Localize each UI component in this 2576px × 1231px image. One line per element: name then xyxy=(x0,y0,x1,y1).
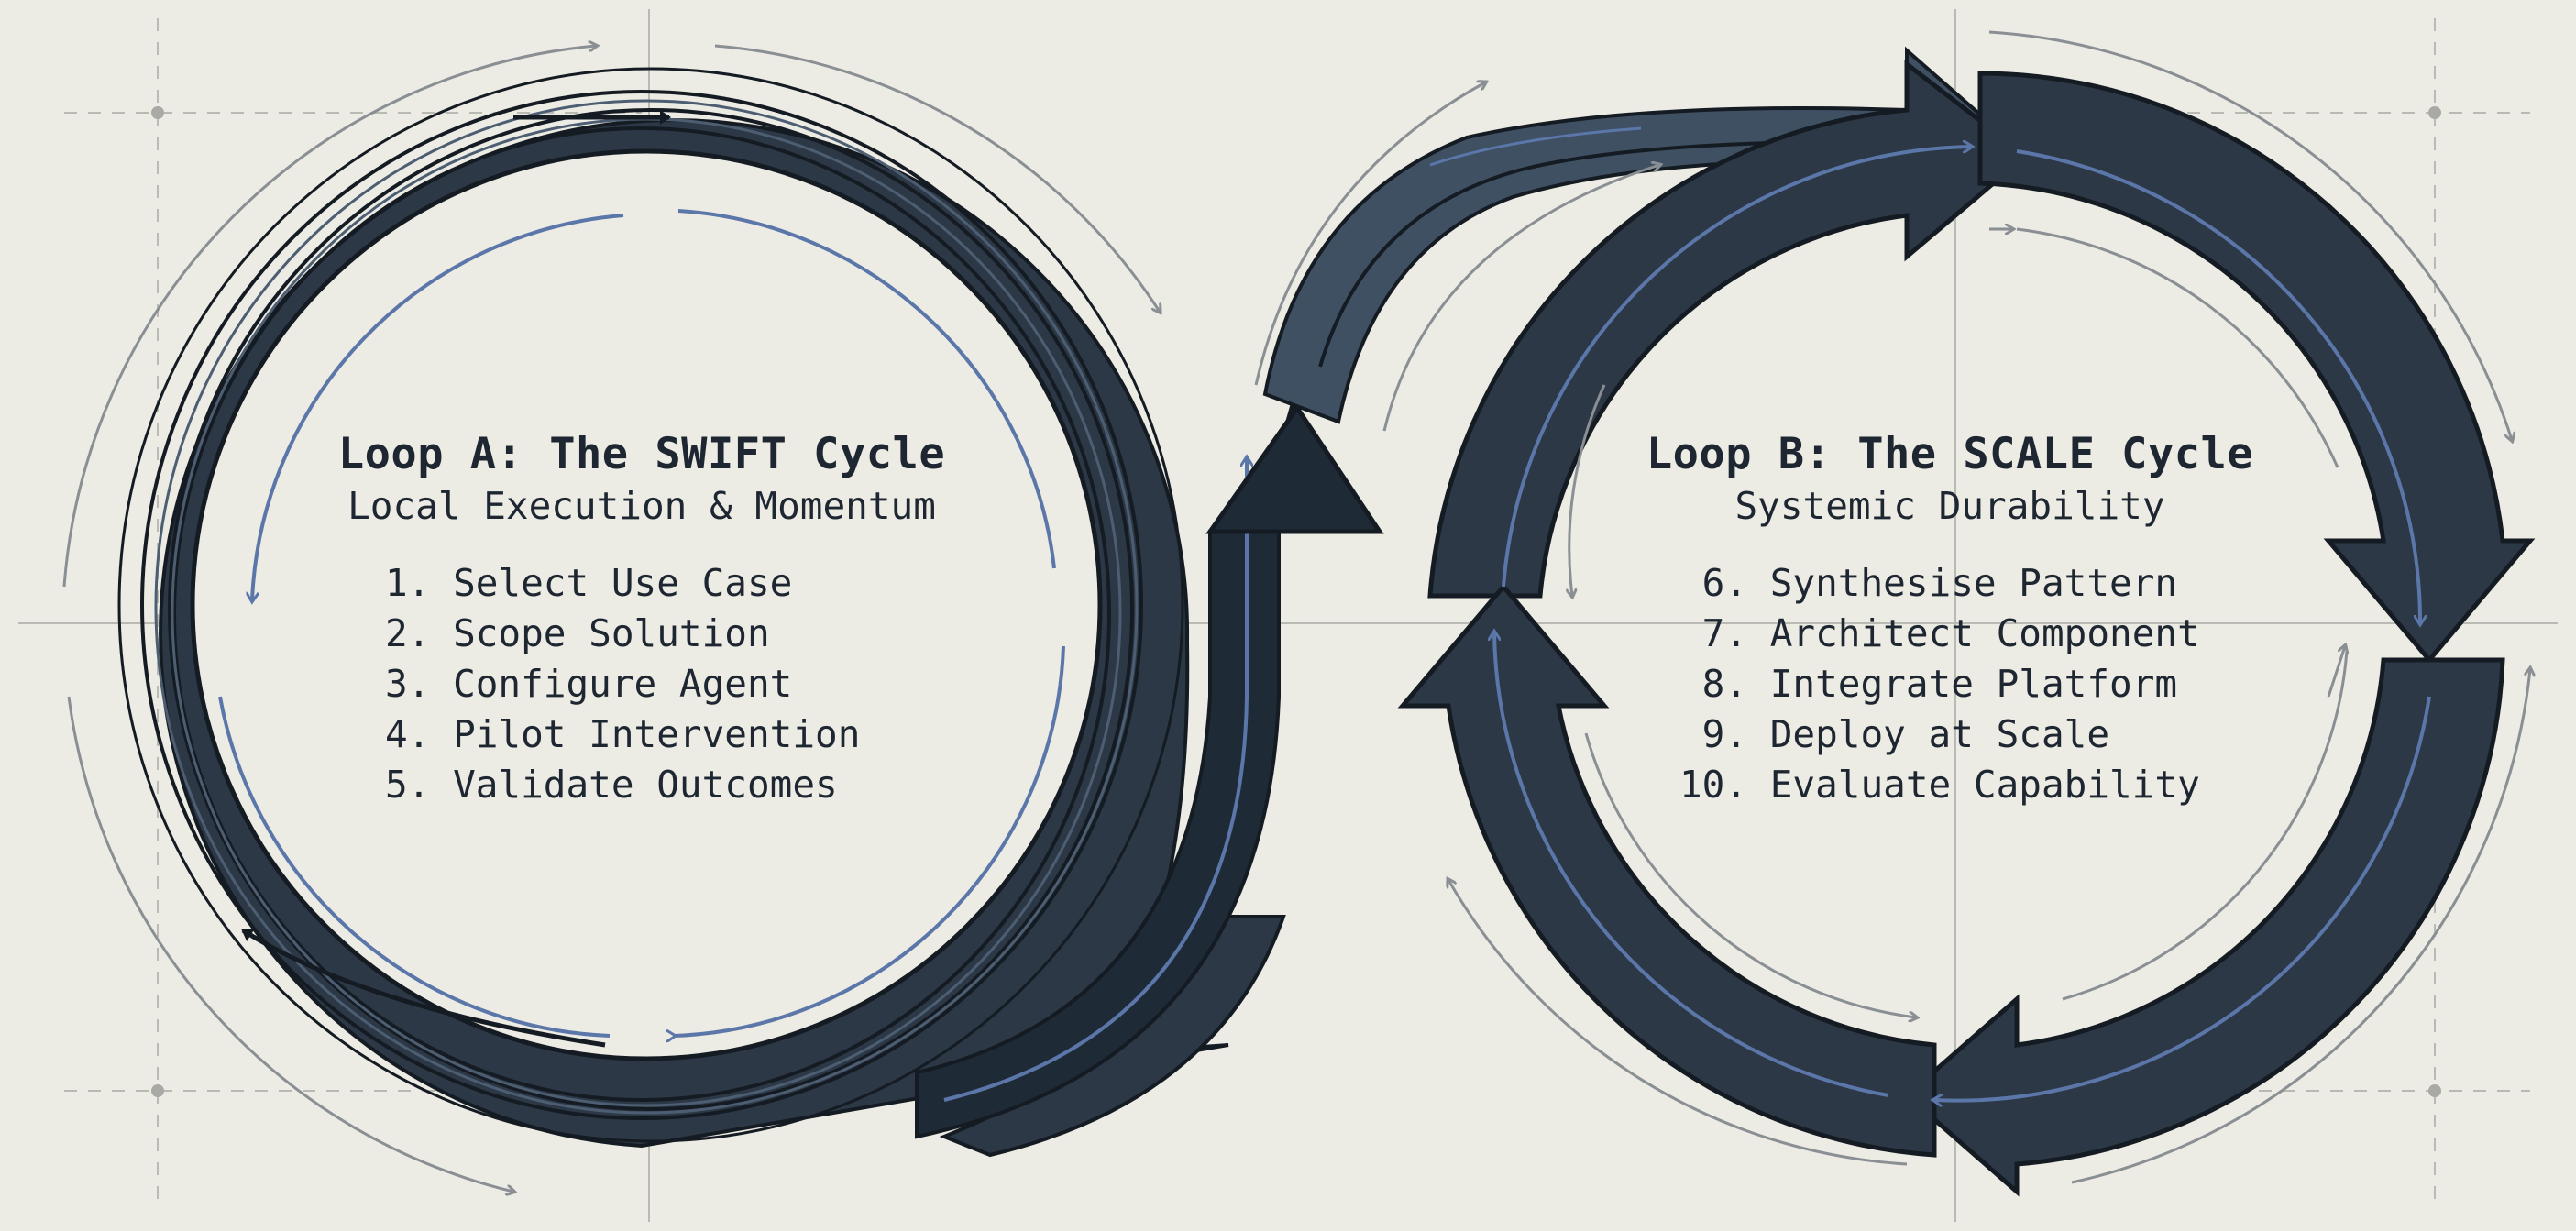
step-label: Scope Solution xyxy=(453,611,770,655)
loop-b-ring xyxy=(1397,59,2536,1197)
loop-b-step: 8. Integrate Platform xyxy=(1679,659,2298,709)
loop-b-text-block: Loop B: The SCALE Cycle Systemic Durabil… xyxy=(1602,428,2298,810)
loop-b-segment-bottom-left xyxy=(1397,583,1937,1158)
loop-a-step: 5. Validate Outcomes xyxy=(385,760,990,810)
step-number: 1. xyxy=(385,561,431,605)
step-number: 9. xyxy=(1679,712,1748,756)
step-label: Pilot Intervention xyxy=(453,712,861,756)
loop-a-inner-arrows xyxy=(218,209,1065,1036)
loop-b-step: 9. Deploy at Scale xyxy=(1679,709,2298,760)
step-label: Validate Outcomes xyxy=(453,763,838,807)
step-number: 3. xyxy=(385,662,431,706)
step-number: 6. xyxy=(1679,561,1748,605)
step-number: 5. xyxy=(385,763,431,807)
loop-b-segment-top-left xyxy=(1427,59,2030,599)
loop-a-step: 1. Select Use Case xyxy=(385,558,990,609)
step-number: 2. xyxy=(385,611,431,655)
step-label: Evaluate Capability xyxy=(1769,763,2200,807)
step-number: 8. xyxy=(1679,662,1748,706)
step-label: Deploy at Scale xyxy=(1769,712,2110,756)
loop-b-step: 6. Synthesise Pattern xyxy=(1679,558,2298,609)
loop-a-inner-hole xyxy=(190,148,1103,1061)
step-number: 4. xyxy=(385,712,431,756)
step-number: 10. xyxy=(1679,763,1748,807)
loop-a-steps: 1. Select Use Case 2. Scope Solution 3. … xyxy=(385,558,990,810)
loop-b-subtitle: Systemic Durability xyxy=(1734,484,2165,528)
loop-a-subtitle: Local Execution & Momentum xyxy=(347,484,936,528)
loop-a-step: 2. Scope Solution xyxy=(385,609,990,659)
step-label: Configure Agent xyxy=(453,662,793,706)
loop-b-step: 10. Evaluate Capability xyxy=(1679,760,2298,810)
step-label: Architect Component xyxy=(1769,611,2200,655)
loop-a-step: 3. Configure Agent xyxy=(385,659,990,709)
loop-b-steps: 6. Synthesise Pattern 7. Architect Compo… xyxy=(1679,558,2298,810)
loop-b-segment-top-right xyxy=(1977,71,2536,664)
loop-b-step: 7. Architect Component xyxy=(1679,609,2298,659)
loop-b-thin-arrows xyxy=(1448,30,2530,1184)
step-label: Select Use Case xyxy=(453,561,793,605)
loop-a-band-bottom-arrow xyxy=(241,928,606,1048)
step-number: 7. xyxy=(1679,611,1748,655)
loop-b-title: Loop B: The SCALE Cycle xyxy=(1646,429,2254,479)
loop-a-title: Loop A: The SWIFT Cycle xyxy=(337,429,946,479)
loop-b-segment-bottom-right xyxy=(1903,657,2505,1197)
loop-a-step: 4. Pilot Intervention xyxy=(385,709,990,760)
loop-a-text-block: Loop A: The SWIFT Cycle Local Execution … xyxy=(293,428,990,810)
loop-a-swirl-band xyxy=(117,67,1286,1158)
step-label: Integrate Platform xyxy=(1769,662,2178,706)
step-label: Synthesise Pattern xyxy=(1769,561,2178,605)
guide-dots xyxy=(151,106,2441,1097)
